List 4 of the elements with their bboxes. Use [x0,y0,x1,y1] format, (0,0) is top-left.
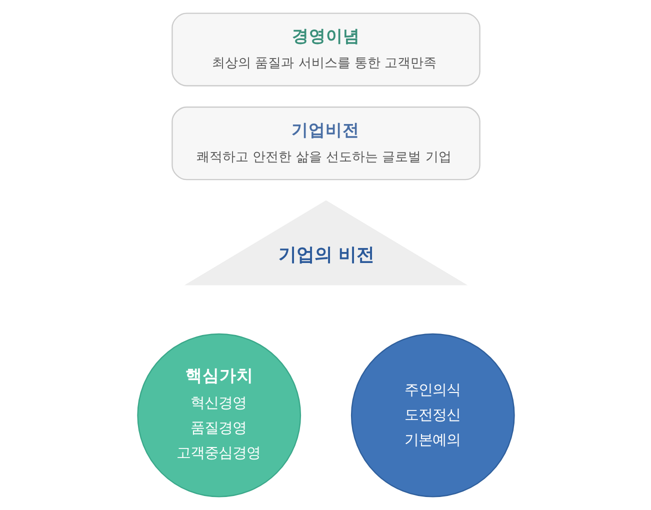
node-circle: 핵심가치 혁신경영 품질경영 고객중심경영 [136,333,301,498]
node-box: 경영이념 최상의 품질과 서비스를 통한 고객만족 [171,12,480,86]
node-circle: 주인의식 도전정신 기본예의 [350,333,514,498]
node-box: 기업비전 쾌적하고 안전한 삶을 선도하는 글로벌 기업 [171,106,480,180]
